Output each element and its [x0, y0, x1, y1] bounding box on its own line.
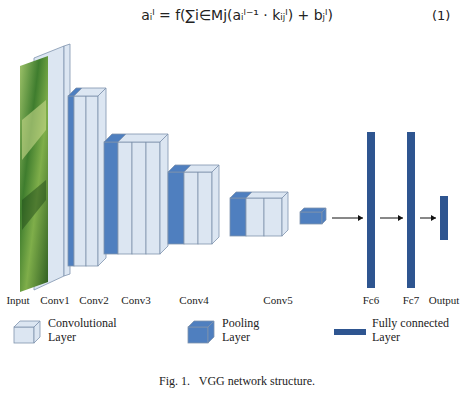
conv5-block [230, 192, 288, 236]
conv-side [282, 192, 288, 236]
pool-face [230, 198, 246, 236]
layer-name: Fc6 [363, 294, 380, 307]
layer-group: Conv3 [104, 48, 168, 310]
conv-face [132, 142, 146, 254]
swatch-side [34, 321, 40, 343]
layer-group: Output [437, 48, 451, 310]
swatch-side [208, 321, 214, 343]
conv-face [118, 142, 132, 254]
layer-group: Fc7 [404, 48, 418, 310]
conv-face [198, 172, 212, 244]
conv-face [74, 96, 86, 266]
arrow-head [398, 215, 403, 221]
arrow-line [420, 218, 436, 219]
arrow-head [358, 215, 363, 221]
conv-face [146, 142, 160, 254]
conv3-block [104, 134, 168, 254]
legend-swatch [12, 318, 44, 346]
pool-face [168, 172, 184, 244]
layer-group: Conv1 [36, 48, 74, 310]
pool-side [322, 208, 326, 224]
equation: aᵢˡ = f(∑i∈Mj(aᵢˡ⁻¹ · kᵢⱼˡ) + bⱼˡ) [0, 6, 474, 24]
fully-connected-bars [367, 132, 448, 288]
input-image [20, 56, 48, 292]
layer-name: Conv5 [263, 294, 292, 307]
legend-swatch [186, 318, 218, 346]
layer-name: Fc7 [403, 294, 420, 307]
layer-group: Fc6 [364, 48, 378, 310]
layer-name: Conv1 [40, 294, 69, 307]
legend-text: Convolutional Layer [48, 316, 134, 344]
layer-group: Conv4 [168, 48, 220, 310]
pool-face [300, 212, 322, 224]
swatch-bar [334, 329, 366, 335]
conv-side [212, 165, 219, 244]
layer-name: Conv4 [179, 294, 208, 307]
legend-text: Fully connected Layer [372, 316, 472, 344]
layer-name: Conv3 [121, 294, 150, 307]
figure-caption: Fig. 1. VGG network structure. [0, 374, 474, 389]
layer-name: Input [6, 294, 29, 307]
arrow-connector [332, 215, 363, 221]
swatch-face [188, 327, 208, 343]
layer-name: Conv2 [79, 294, 108, 307]
pool-face [68, 96, 74, 266]
conv4-block [168, 165, 219, 244]
pool-face [104, 142, 118, 254]
conv-top [246, 192, 288, 198]
image-plane [20, 56, 48, 292]
legend-swatch [334, 318, 366, 346]
swatch-face [14, 327, 34, 343]
fc-bar [407, 132, 415, 288]
arrow-head [431, 215, 436, 221]
image-detail [22, 180, 46, 230]
arrow-connector [420, 215, 436, 221]
layer-group: Conv5 [226, 48, 330, 310]
output-bar [440, 196, 448, 240]
final-pool-block [300, 208, 326, 224]
conv-face [264, 198, 282, 236]
conv2-block [68, 88, 106, 266]
conv-side [160, 134, 168, 254]
legend-text: Pooling Layer [222, 316, 278, 344]
equation-number: (1) [432, 8, 450, 23]
arrow-line [332, 218, 363, 219]
conv-face [86, 96, 98, 266]
arrow-line [380, 218, 403, 219]
layer-group: Conv2 [74, 48, 114, 310]
conv-face [184, 172, 198, 244]
layer-name: Output [429, 294, 460, 307]
layer-group: Input [0, 48, 36, 310]
image-detail [22, 100, 46, 160]
arrow-connector [380, 215, 403, 221]
fc-bar [367, 132, 375, 288]
conv-top [118, 134, 168, 142]
conv-face [246, 198, 264, 236]
